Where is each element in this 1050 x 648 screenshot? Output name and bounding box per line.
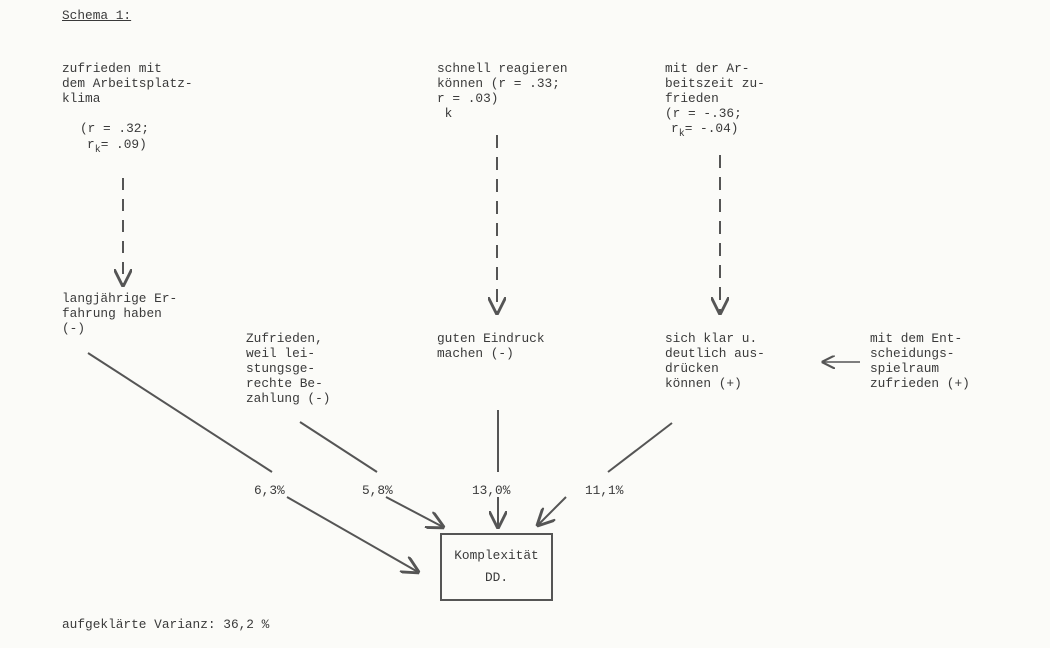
node-arbeitszeit: mit der Ar- beitszeit zu- frieden (r = -…: [665, 61, 765, 140]
target-sublabel: DD.: [484, 570, 509, 585]
arrow-ausdruecken: [538, 496, 567, 525]
schema-title: Schema 1:: [62, 8, 132, 23]
pct-bezahlung: 5,8%: [362, 483, 393, 498]
line-erfahrung: [87, 352, 273, 473]
arrow-bezahlung: [385, 496, 443, 527]
node-erfahrung: langjährige Er- fahrung haben (-): [62, 291, 178, 336]
node-klima-rk: rk= .09): [87, 137, 147, 156]
line-bezahlung: [299, 421, 378, 473]
node-klima: zufrieden mit dem Arbeitsplatz- klima: [62, 61, 193, 106]
pct-erfahrung: 6,3%: [254, 483, 285, 498]
node-klima-r: (r = .32;: [80, 121, 150, 136]
node-eindruck: guten Eindruck machen (-): [437, 331, 545, 361]
target-label: Komplexität: [454, 548, 539, 563]
arrow-erfahrung: [286, 496, 418, 572]
pct-ausdruecken: 11,1%: [585, 483, 624, 498]
line-ausdruecken: [607, 422, 673, 473]
node-ausdruecken: sich klar u. deutlich aus- drücken könne…: [665, 331, 765, 391]
node-reagieren: schnell reagieren können (r = .33; r = .…: [437, 61, 568, 121]
node-bezahlung: Zufrieden, weil lei- stungsge- rechte Be…: [246, 331, 331, 406]
pct-eindruck: 13,0%: [472, 483, 511, 498]
target-box: Komplexität DD.: [440, 533, 553, 601]
node-entscheidung: mit dem Ent- scheidungs- spielraum zufri…: [870, 331, 970, 391]
explained-variance: aufgeklärte Varianz: 36,2 %: [62, 617, 270, 632]
